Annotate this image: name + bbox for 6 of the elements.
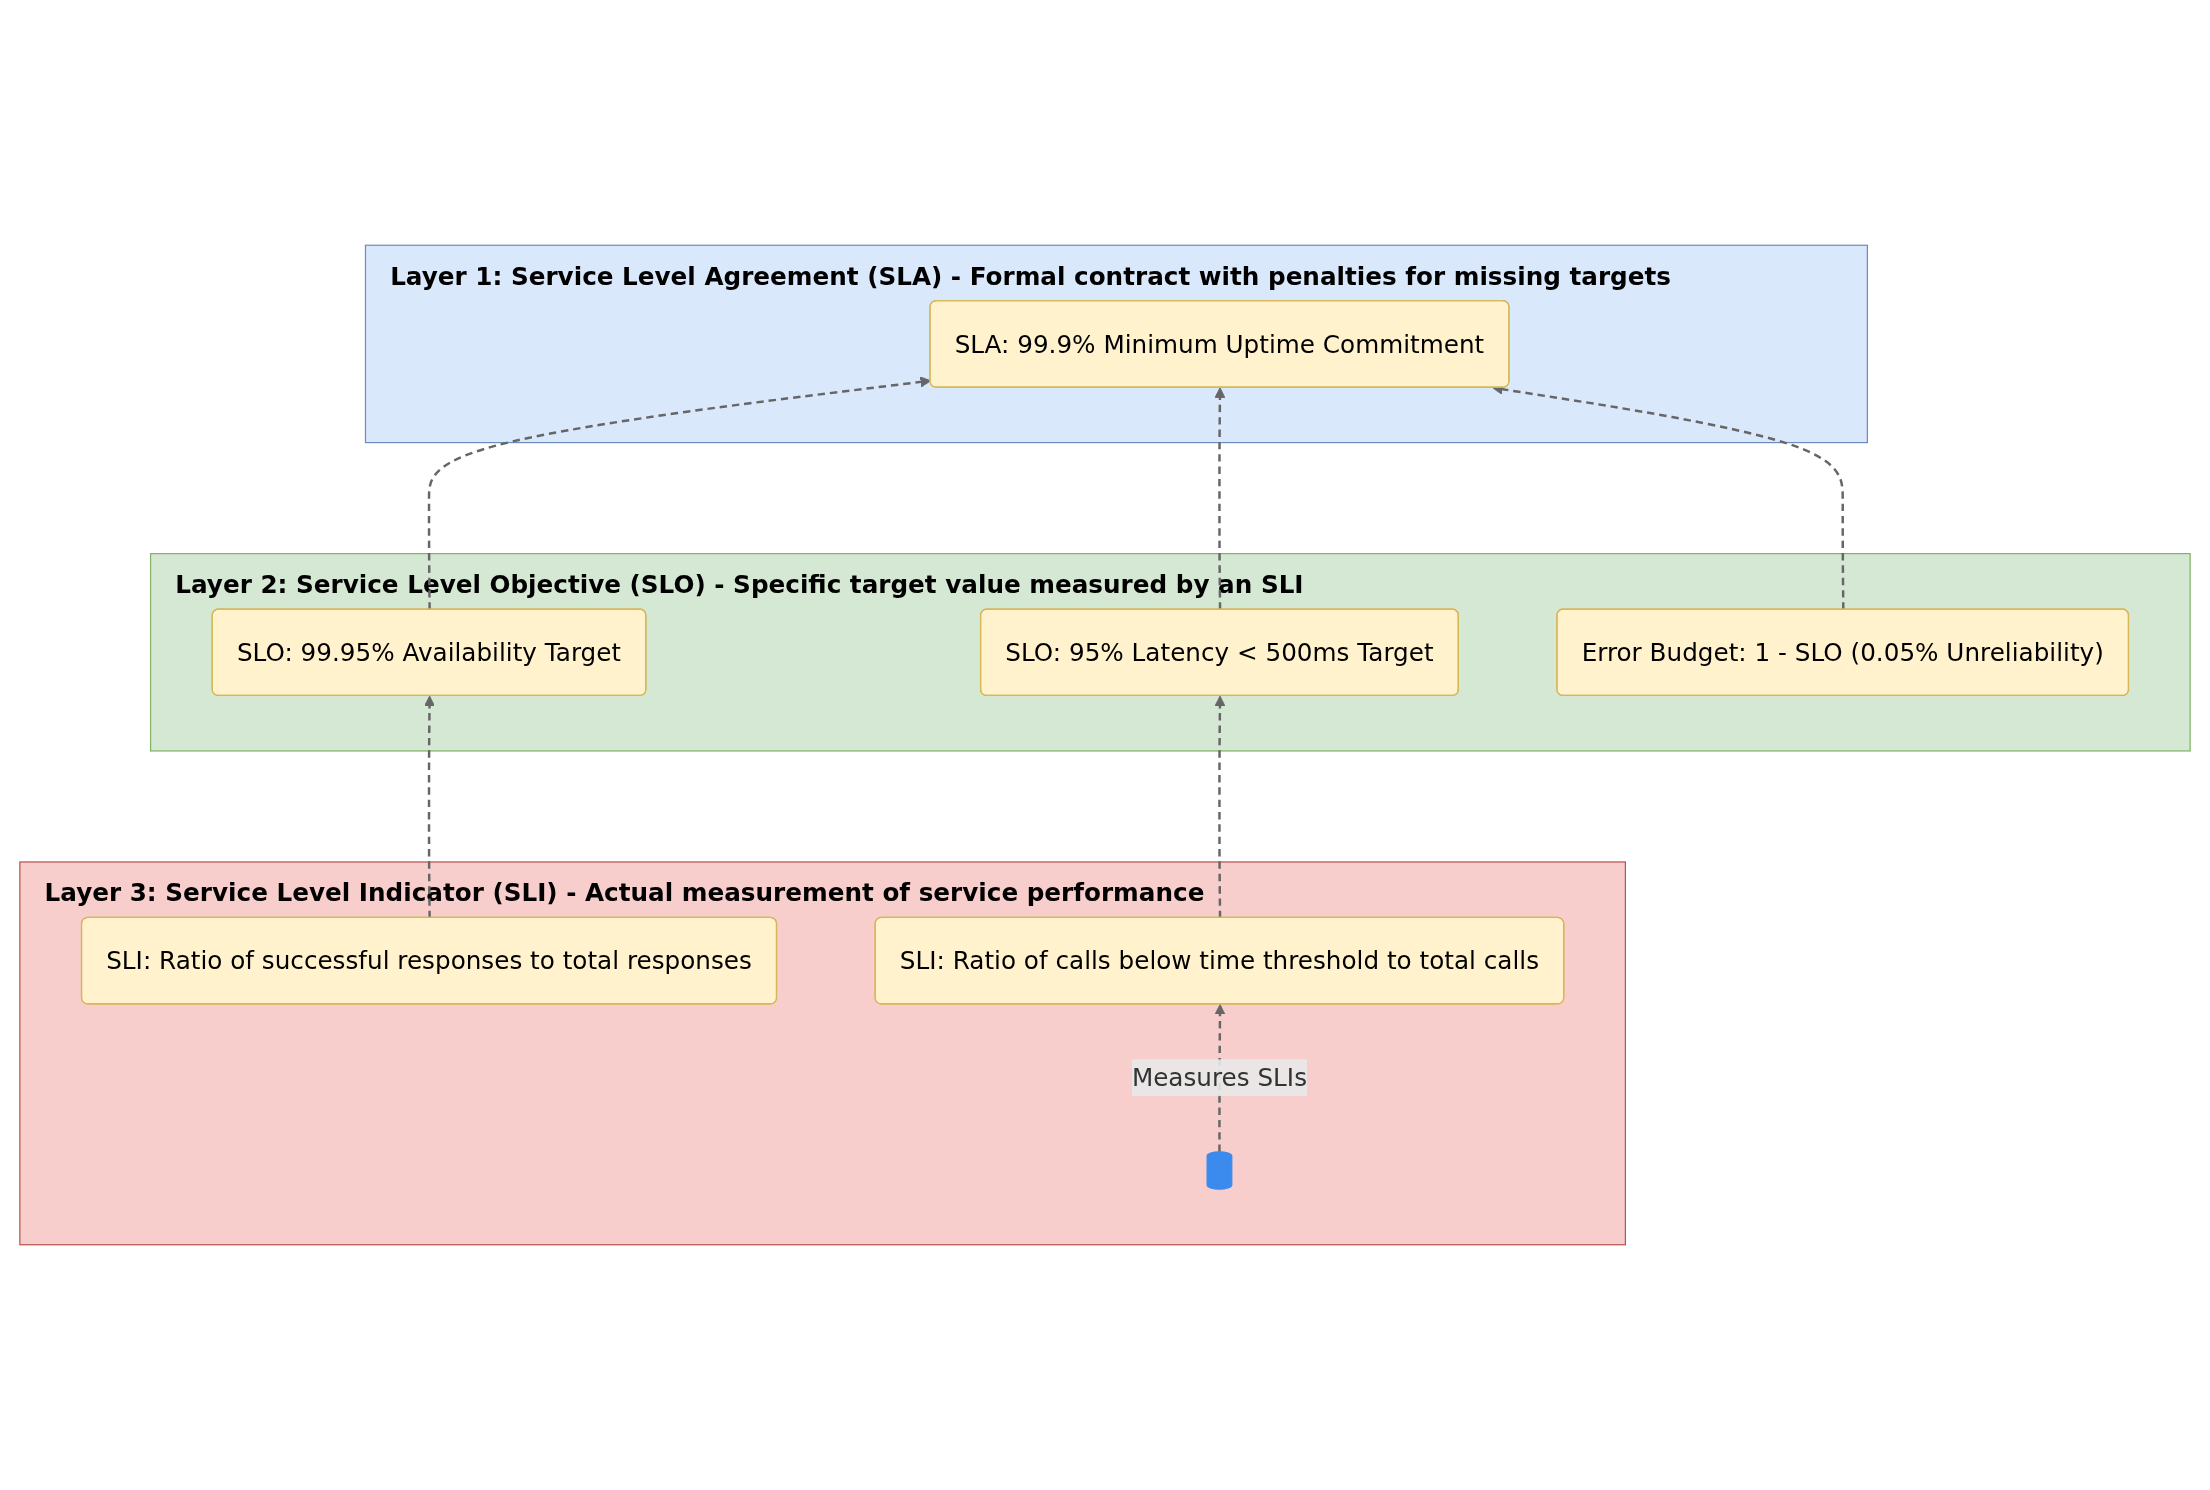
arrow	[424, 695, 435, 919]
edge-label: Measures SLIs	[1131, 1063, 1307, 1093]
node-cylinder	[1206, 1151, 1233, 1190]
arrow	[1214, 387, 1226, 610]
arrow	[427, 376, 932, 610]
arrow	[1214, 695, 1226, 919]
